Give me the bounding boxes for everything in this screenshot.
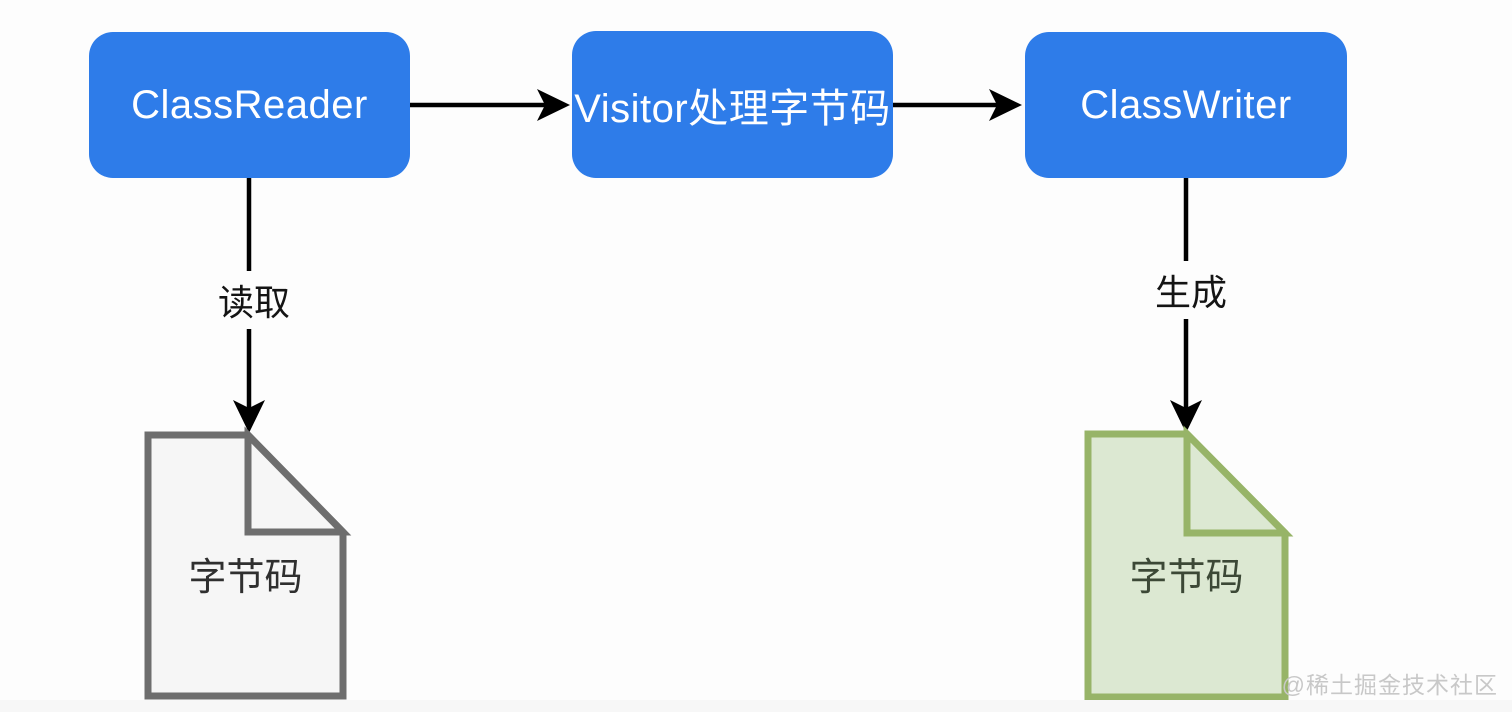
arrowhead-down-icon <box>233 400 265 433</box>
edge-label-read: 读取 <box>213 271 295 329</box>
document-input-label: 字节码 <box>188 557 303 599</box>
edge-label-generate: 生成 <box>1150 261 1232 319</box>
arrow-visitor-to-writer <box>893 89 1022 121</box>
document-bytecode-input <box>144 426 352 700</box>
arrowhead-down-icon <box>1170 400 1202 433</box>
arrowhead-right-icon <box>989 89 1022 121</box>
document-fold-corner-icon <box>1183 425 1294 537</box>
document-bytecode-output <box>1084 425 1294 701</box>
node-classreader-label: ClassReader <box>131 82 368 127</box>
bottom-edge-band <box>0 700 1512 712</box>
node-visitor: Visitor处理字节码 <box>572 31 893 178</box>
node-classwriter-label: ClassWriter <box>1080 82 1292 127</box>
document-fold-corner-icon <box>244 426 352 536</box>
node-classwriter: ClassWriter <box>1025 32 1347 178</box>
node-classreader: ClassReader <box>89 32 410 178</box>
node-visitor-label: Visitor处理字节码 <box>574 86 891 131</box>
arrow-reader-to-visitor <box>410 89 570 121</box>
document-output-label: 字节码 <box>1129 557 1244 599</box>
watermark: @稀土掘金技术社区 <box>1281 672 1498 698</box>
arrowhead-right-icon <box>537 89 570 121</box>
